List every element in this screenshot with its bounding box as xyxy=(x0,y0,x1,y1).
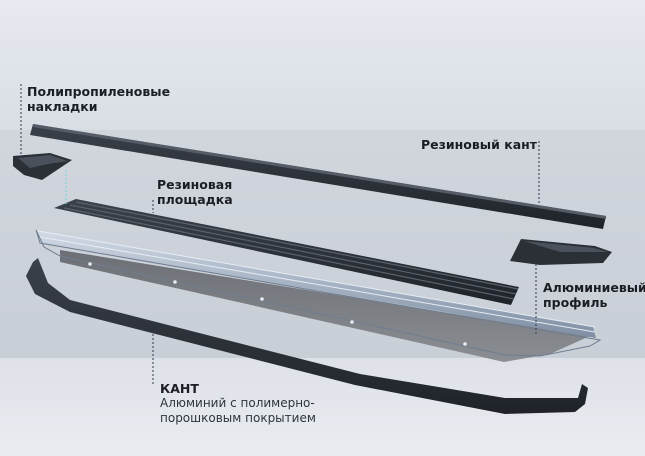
label-overlays: Полипропиленовые накладки xyxy=(27,84,170,114)
label-overlays-line2: накладки xyxy=(27,99,170,114)
label-rubber-edge: Резиновый кант xyxy=(421,137,537,152)
label-aluminum-profile-line2: профиль xyxy=(543,295,645,310)
label-rubber-pad: Резиновая площадка xyxy=(157,177,233,207)
label-kant: КАНТ Алюминий с полимерно- порошковым по… xyxy=(160,381,316,426)
label-kant-desc-line1: Алюминий с полимерно- xyxy=(160,396,316,411)
label-rubber-pad-line2: площадка xyxy=(157,192,233,207)
label-overlays-line1: Полипропиленовые xyxy=(27,84,170,99)
label-kant-title: КАНТ xyxy=(160,381,316,396)
label-rubber-pad-line1: Резиновая xyxy=(157,177,233,192)
label-kant-desc-line2: порошковым покрытием xyxy=(160,411,316,426)
label-aluminum-profile: Алюминиевый профиль xyxy=(543,280,645,310)
label-aluminum-profile-line1: Алюминиевый xyxy=(543,280,645,295)
